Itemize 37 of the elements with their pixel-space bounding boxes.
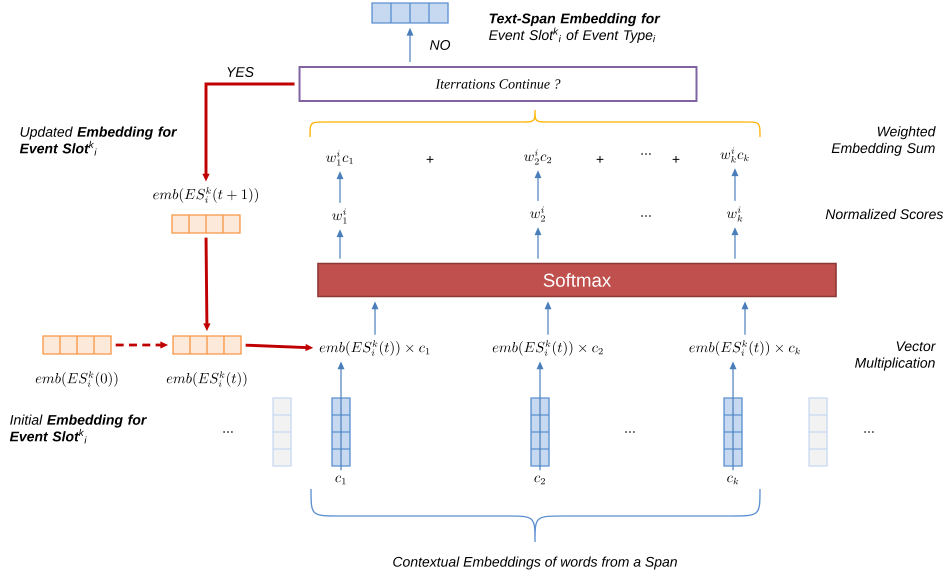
embedding-vector bbox=[371, 2, 449, 24]
formula: $w^{i}_{1}c_{1}$ bbox=[326, 150, 353, 166]
formula: $w^{i}_{k}c_{k}$ bbox=[720, 147, 749, 163]
embedding-vector bbox=[808, 397, 828, 467]
formula: $emb(ES^{k}_{i}(t))$ bbox=[166, 371, 246, 387]
text-label: Text-Span Embedding for Event Slot$^{k}$$_{i}$ of Event Type$_{i}$ bbox=[489, 13, 660, 43]
softmax-bar: Softmax bbox=[317, 262, 837, 298]
formula: $w^{i}_{2}c_{2}$ bbox=[524, 149, 552, 165]
formula: $emb(ES^{k}_{i}(t))\times c_{1}$ bbox=[320, 340, 430, 356]
formula: $emb(ES^{k}_{i}(t+1))$ bbox=[153, 187, 258, 203]
text-label: Vector Multiplication bbox=[855, 341, 936, 371]
formula: $w^{i}_{2}$ bbox=[530, 206, 545, 222]
edge-label: NO bbox=[428, 38, 452, 52]
formula: $c_{1}$ bbox=[335, 476, 346, 484]
embedding-vector bbox=[272, 397, 292, 467]
text-label: Contextual Embeddings of words from a Span bbox=[393, 556, 677, 570]
formula: $emb(ES^{k}_{i}(t))\times c_{2}$ bbox=[492, 340, 603, 356]
decision-box: Iterrations Continue ? bbox=[298, 66, 698, 102]
formula: $c_{2}$ bbox=[534, 476, 545, 484]
formula: $c_{k}$ bbox=[727, 476, 738, 484]
formula: $w^{i}_{1}$ bbox=[332, 208, 347, 224]
text-label: ... bbox=[625, 431, 635, 433]
text-label: ... bbox=[641, 215, 651, 217]
text-label: ... bbox=[641, 153, 651, 155]
text-label: + bbox=[596, 156, 604, 163]
text-label: + bbox=[426, 156, 434, 163]
formula: $emb(ES^{k}_{i}(0))$ bbox=[36, 371, 118, 387]
text-label: Initial Embedding for Event Slot$^{k}$i bbox=[10, 414, 147, 444]
text-label: ... bbox=[223, 431, 233, 433]
edge-label: YES bbox=[224, 66, 256, 78]
text-label: Updated Embedding for Event Slot$^{k}$i bbox=[20, 126, 178, 156]
text-label: Normalized Scores bbox=[826, 208, 944, 220]
text-label: + bbox=[672, 156, 680, 163]
text-label: ... bbox=[864, 431, 874, 433]
text-label: Weighted Embedding Sum bbox=[832, 126, 936, 156]
formula: $w^{i}_{k}$ bbox=[726, 206, 742, 222]
formula: $emb(ES^{k}_{i}(t))\times c_{k}$ bbox=[689, 340, 800, 356]
